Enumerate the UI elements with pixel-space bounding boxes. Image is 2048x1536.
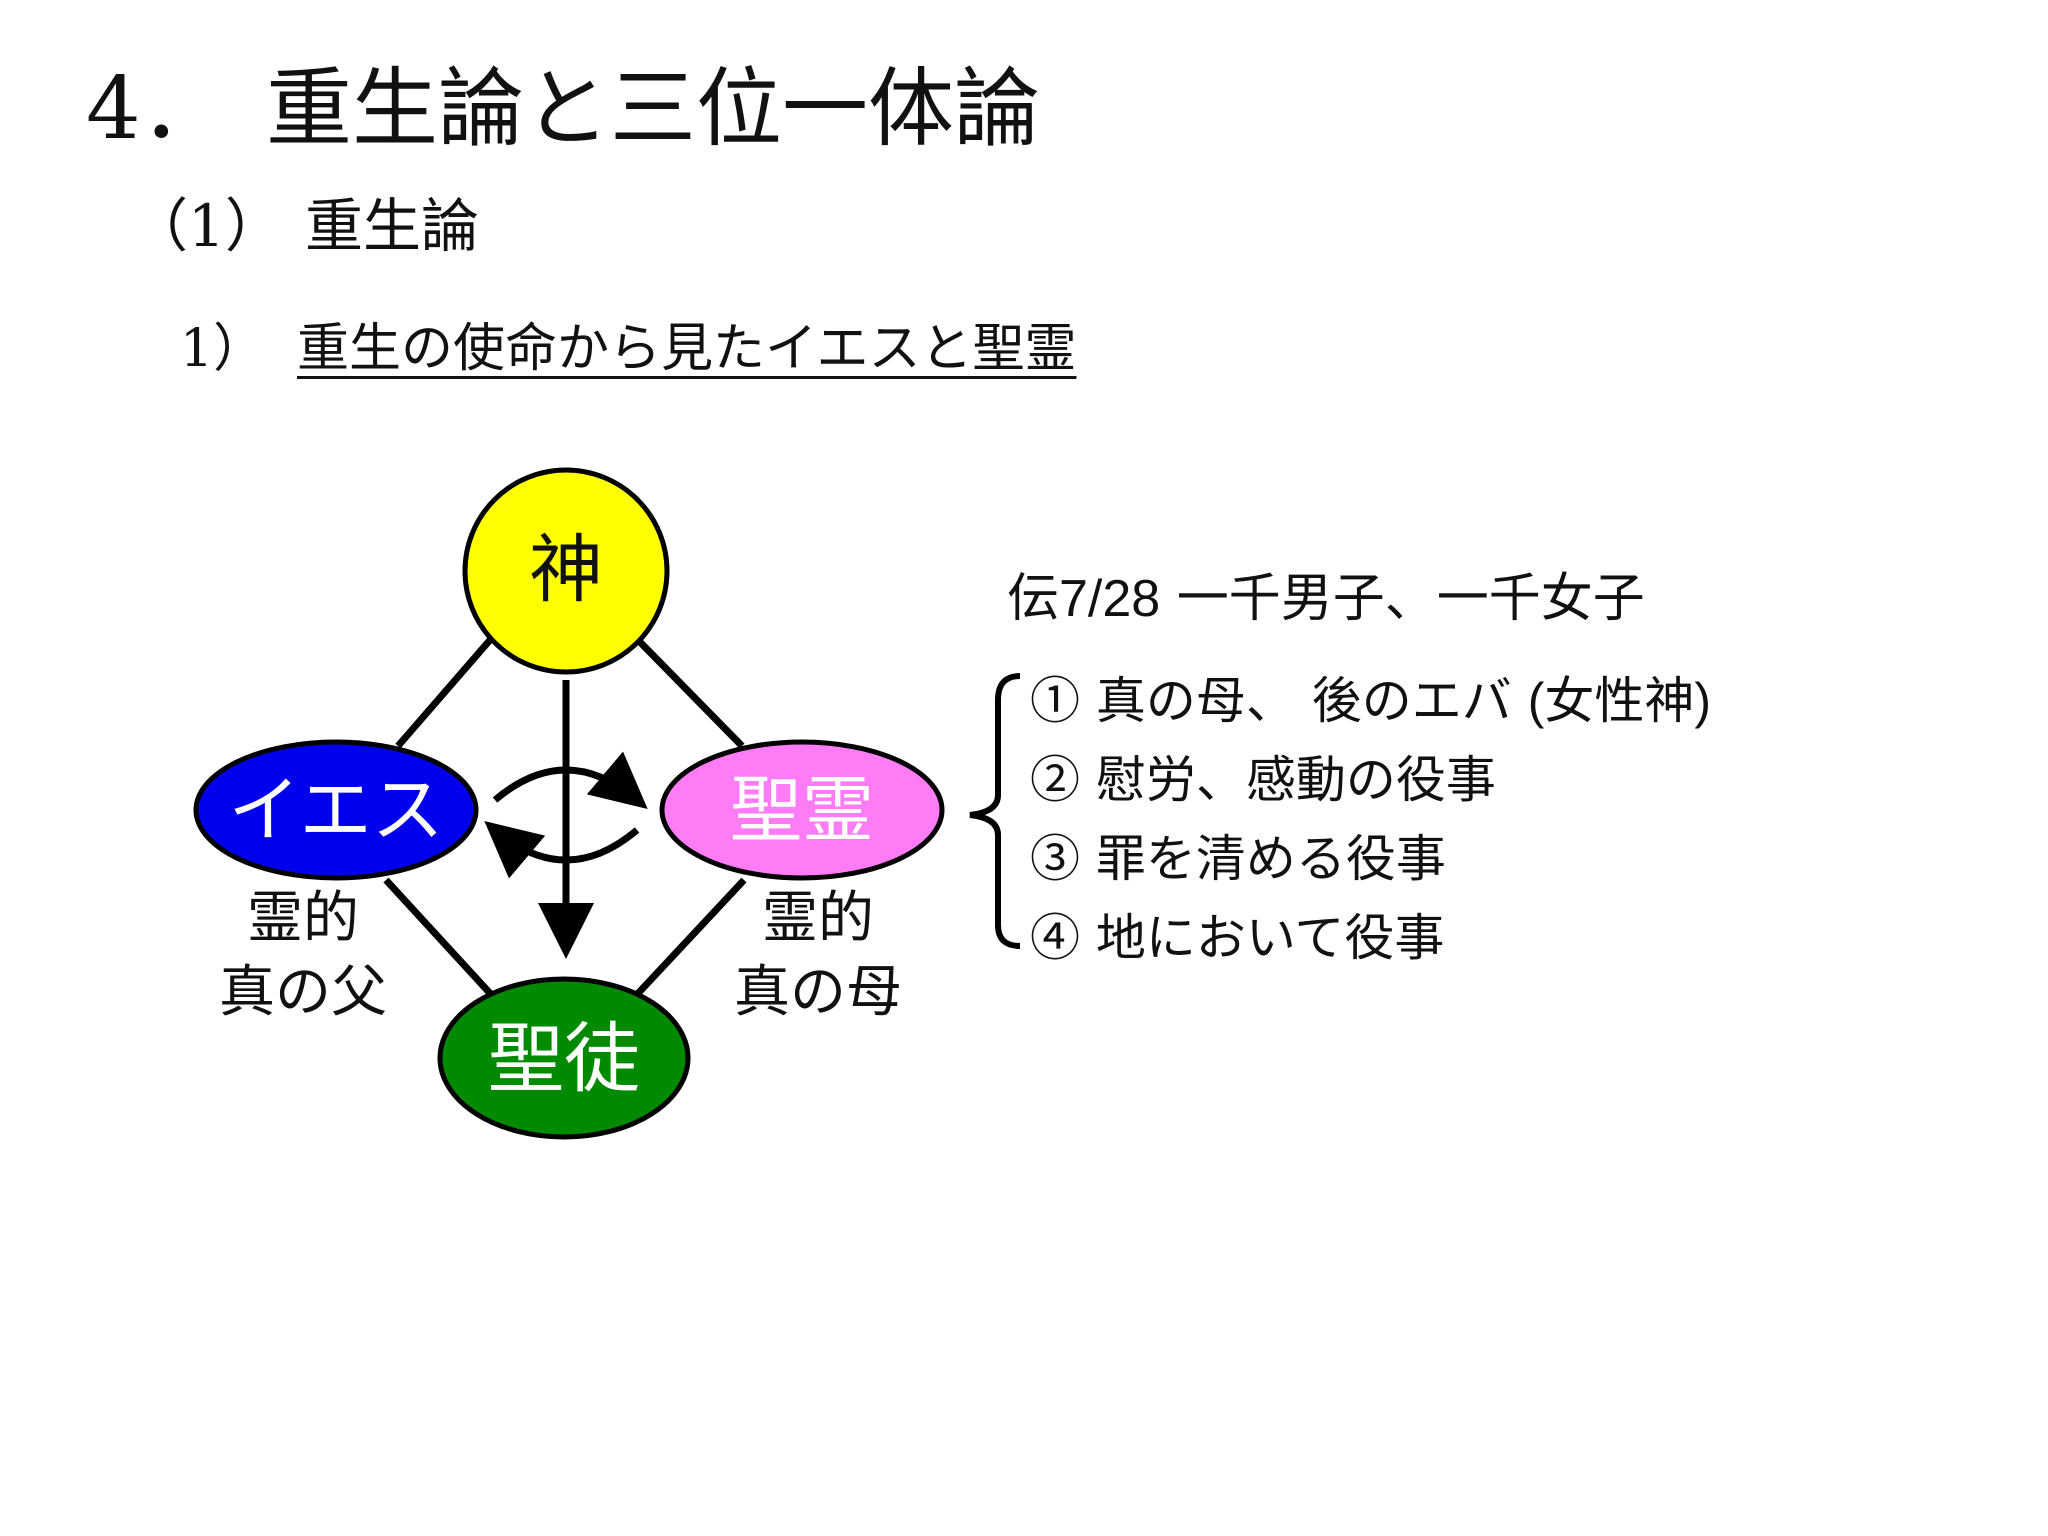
line-god-spirit: [635, 637, 745, 749]
section-heading-text: 重生の使命から見たイエスと聖霊: [297, 319, 1077, 379]
list-item-marker: ②: [1030, 751, 1080, 809]
line-jesus-saints: [383, 877, 501, 1005]
list-item: ② 慰労、感動の役事: [1030, 741, 1711, 820]
page-title-text: 重生論と三位一体論: [266, 59, 1040, 159]
arrow-spirit-to-jesus: [484, 820, 640, 879]
spirit-role-label: 霊的 真の母: [713, 882, 923, 1030]
reference-prefix: 伝: [1007, 569, 1060, 629]
list-item-marker: ③: [1030, 830, 1080, 888]
list-item-text: 慰労、感動の役事: [1080, 751, 1496, 809]
arrow-jesus-to-spirit: [492, 751, 648, 810]
reference-number: 7/28: [1059, 570, 1161, 628]
jesus-role-label: 霊的 真の父: [198, 882, 408, 1030]
node-jesus-shape: [193, 739, 479, 881]
subtitle: （1） 重生論: [130, 192, 479, 262]
node-god-label: 神: [529, 527, 603, 613]
node-god-shape: [462, 467, 670, 675]
line-spirit-saints: [627, 877, 747, 1005]
jesus-role-line2: 真の父: [219, 960, 387, 1025]
list-item-marker: ④: [1030, 909, 1080, 967]
node-saints-label: 聖徒: [488, 1014, 640, 1103]
list-item-text: 罪を清める役事: [1080, 830, 1446, 888]
line-god-jesus: [395, 637, 493, 749]
spirit-role-line1: 霊的: [762, 886, 874, 951]
list-item-marker: ①: [1030, 672, 1080, 730]
node-saints: 聖徒: [437, 976, 691, 1140]
list-brace: [969, 673, 1021, 949]
node-holy-spirit-label: 聖霊: [730, 768, 874, 852]
list-item-text: 真の母、 後のエバ: [1080, 672, 1528, 730]
page-title: 4． 重生論と三位一体論: [86, 58, 1040, 161]
list-item-text: 地において役事: [1080, 909, 1445, 967]
spirit-role-line2: 真の母: [734, 960, 902, 1025]
node-jesus-label: イエス: [228, 768, 443, 852]
node-god: 神: [462, 467, 670, 675]
reference-text: 一千男子、一千女子: [1160, 569, 1645, 629]
node-saints-shape: [437, 976, 691, 1140]
section-heading-number: 1）: [180, 319, 266, 379]
page-title-number: 4．: [86, 59, 227, 159]
scripture-reference: 伝7/28 一千男子、一千女子: [1007, 568, 1645, 630]
section-heading: 1） 重生の使命から見たイエスと聖霊: [180, 318, 1076, 380]
node-holy-spirit: 聖霊: [659, 739, 945, 881]
node-holy-spirit-shape: [659, 739, 945, 881]
list-item: ③ 罪を清める役事: [1030, 820, 1711, 899]
roles-list: ① 真の母、 後のエバ (女性神) ② 慰労、感動の役事 ③ 罪を清める役事 ④…: [1030, 662, 1711, 978]
subtitle-number: （1）: [130, 192, 283, 260]
jesus-role-line1: 霊的: [247, 886, 359, 951]
list-item: ① 真の母、 後のエバ (女性神): [1030, 662, 1711, 741]
subtitle-text: 重生論: [305, 192, 480, 260]
list-item: ④ 地において役事: [1030, 899, 1711, 978]
node-jesus: イエス: [193, 739, 479, 881]
list-item-suffix: (女性神): [1527, 673, 1711, 729]
